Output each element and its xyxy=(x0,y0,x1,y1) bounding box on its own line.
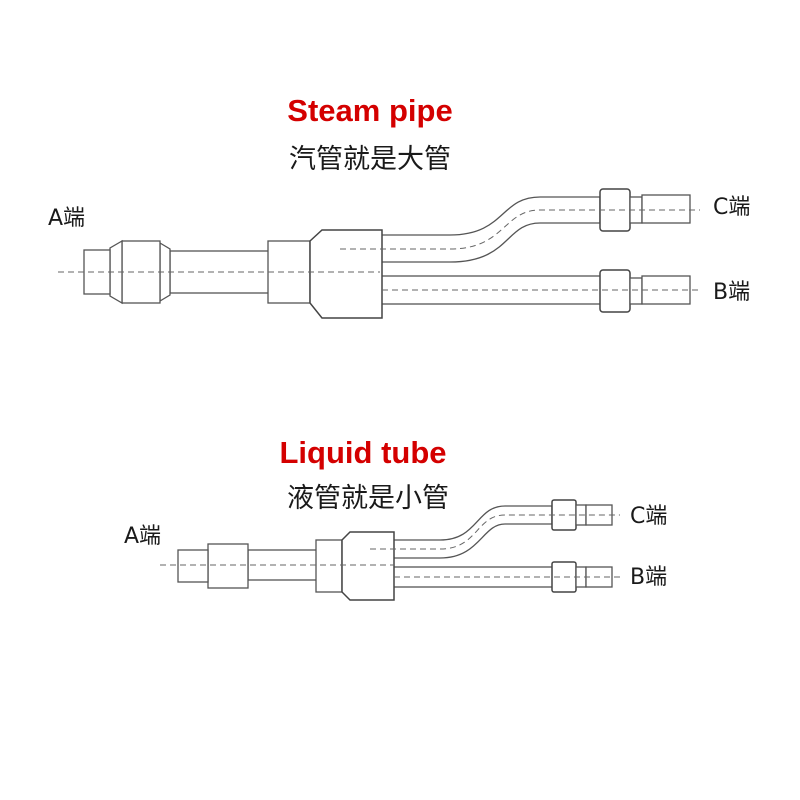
liquid-centerlines xyxy=(160,514,620,578)
liquid-junction-body xyxy=(341,531,395,601)
steam-junction-body xyxy=(309,229,383,319)
steam-branch-pipe-drawing xyxy=(83,188,691,319)
steam-centerlines xyxy=(58,209,700,291)
liquid-inlet-stub xyxy=(177,549,209,583)
steam-port-b-label: B端 xyxy=(713,280,750,305)
steam-inlet-flare xyxy=(109,239,123,305)
liquid-body-step xyxy=(315,539,343,593)
steam-b-collar xyxy=(599,269,631,313)
liquid-inlet-collar xyxy=(207,543,249,589)
steam-branch-c-tube xyxy=(379,196,601,263)
liquid-port-b-label: B端 xyxy=(630,565,667,590)
liquid-port-a-label: A端 xyxy=(124,524,161,549)
steam-pipe-section: Steam pipe 汽管就是大管 A端 C端 B端 xyxy=(48,93,750,319)
liquid-port-c-label: C端 xyxy=(630,504,667,529)
steam-pipe-subtitle: 汽管就是大管 xyxy=(289,144,451,175)
steam-port-a-label: A端 xyxy=(48,206,85,231)
liquid-branch-pipe-drawing xyxy=(177,499,613,601)
steam-pipe-title: Steam pipe xyxy=(287,93,452,128)
liquid-tube-section: Liquid tube 液管就是小管 A端 C端 B端 xyxy=(124,435,667,601)
liquid-tube-title: Liquid tube xyxy=(279,435,446,470)
steam-c-tip xyxy=(641,194,691,224)
steam-port-c-label: C端 xyxy=(713,195,750,220)
liquid-tube-subtitle: 液管就是小管 xyxy=(287,483,449,514)
steam-inlet-stub xyxy=(83,249,111,295)
steam-b-stub xyxy=(629,277,643,305)
